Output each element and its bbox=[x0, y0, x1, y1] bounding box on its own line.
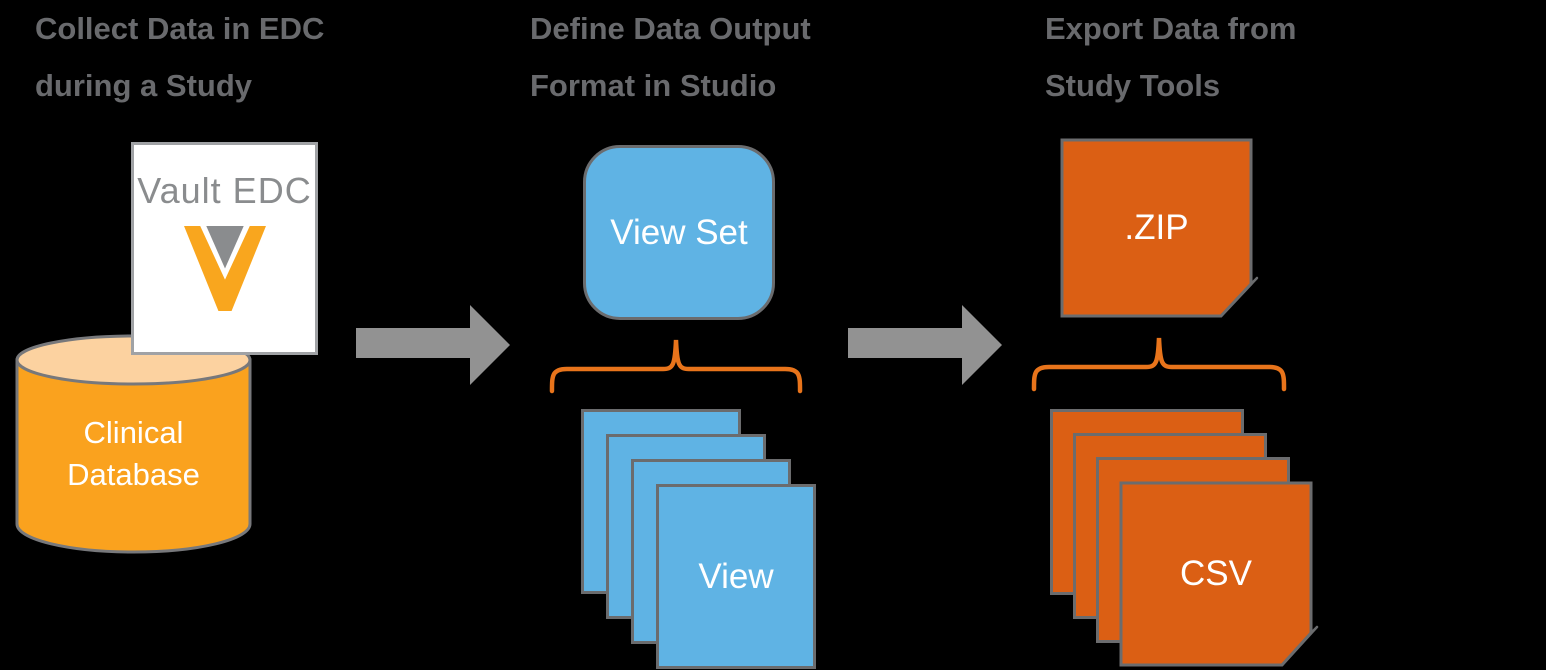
step1-title-line1: Collect Data in EDC bbox=[35, 11, 325, 46]
view-label: View bbox=[698, 556, 774, 596]
arrow-right-icon bbox=[356, 305, 510, 385]
arrow-right-icon bbox=[848, 305, 1002, 385]
view-set-label: View Set bbox=[610, 212, 748, 252]
csv-label: CSV bbox=[1180, 554, 1252, 593]
csv-folded-page-icon bbox=[1119, 481, 1319, 667]
step2-title: Define Data Output Format in Studio bbox=[530, 0, 811, 114]
veeva-v-icon bbox=[183, 226, 266, 311]
csv-label-container: CSV bbox=[1119, 481, 1313, 667]
step3-title: Export Data from Study Tools bbox=[1045, 0, 1296, 114]
view-stack: View bbox=[581, 409, 816, 670]
step3-title-line1: Export Data from bbox=[1045, 11, 1297, 46]
zip-label-container: .ZIP bbox=[1060, 138, 1253, 318]
curly-brace-icon bbox=[1031, 337, 1287, 392]
clinical-database-label-line1: Clinical bbox=[83, 415, 184, 450]
step2-title-line2: Format in Studio bbox=[530, 68, 777, 103]
step1-title-line2: during a Study bbox=[35, 68, 252, 103]
curly-brace-icon bbox=[549, 339, 803, 394]
view-set-box: View Set bbox=[583, 145, 775, 320]
zip-label: .ZIP bbox=[1124, 208, 1189, 247]
vault-edc-logo-text: Vault EDC bbox=[137, 170, 312, 211]
clinical-database-label: Clinical Database bbox=[15, 412, 252, 496]
step2-title-line1: Define Data Output bbox=[530, 11, 811, 46]
csv-stack: CSV bbox=[1050, 409, 1320, 670]
view-page-front: View bbox=[656, 484, 816, 669]
vault-edc-card: Vault EDC bbox=[131, 142, 318, 355]
step3-title-line2: Study Tools bbox=[1045, 68, 1221, 103]
zip-folded-page-icon bbox=[1060, 138, 1259, 318]
clinical-database-label-line2: Database bbox=[67, 457, 200, 492]
step1-title: Collect Data in EDC during a Study bbox=[35, 0, 324, 114]
